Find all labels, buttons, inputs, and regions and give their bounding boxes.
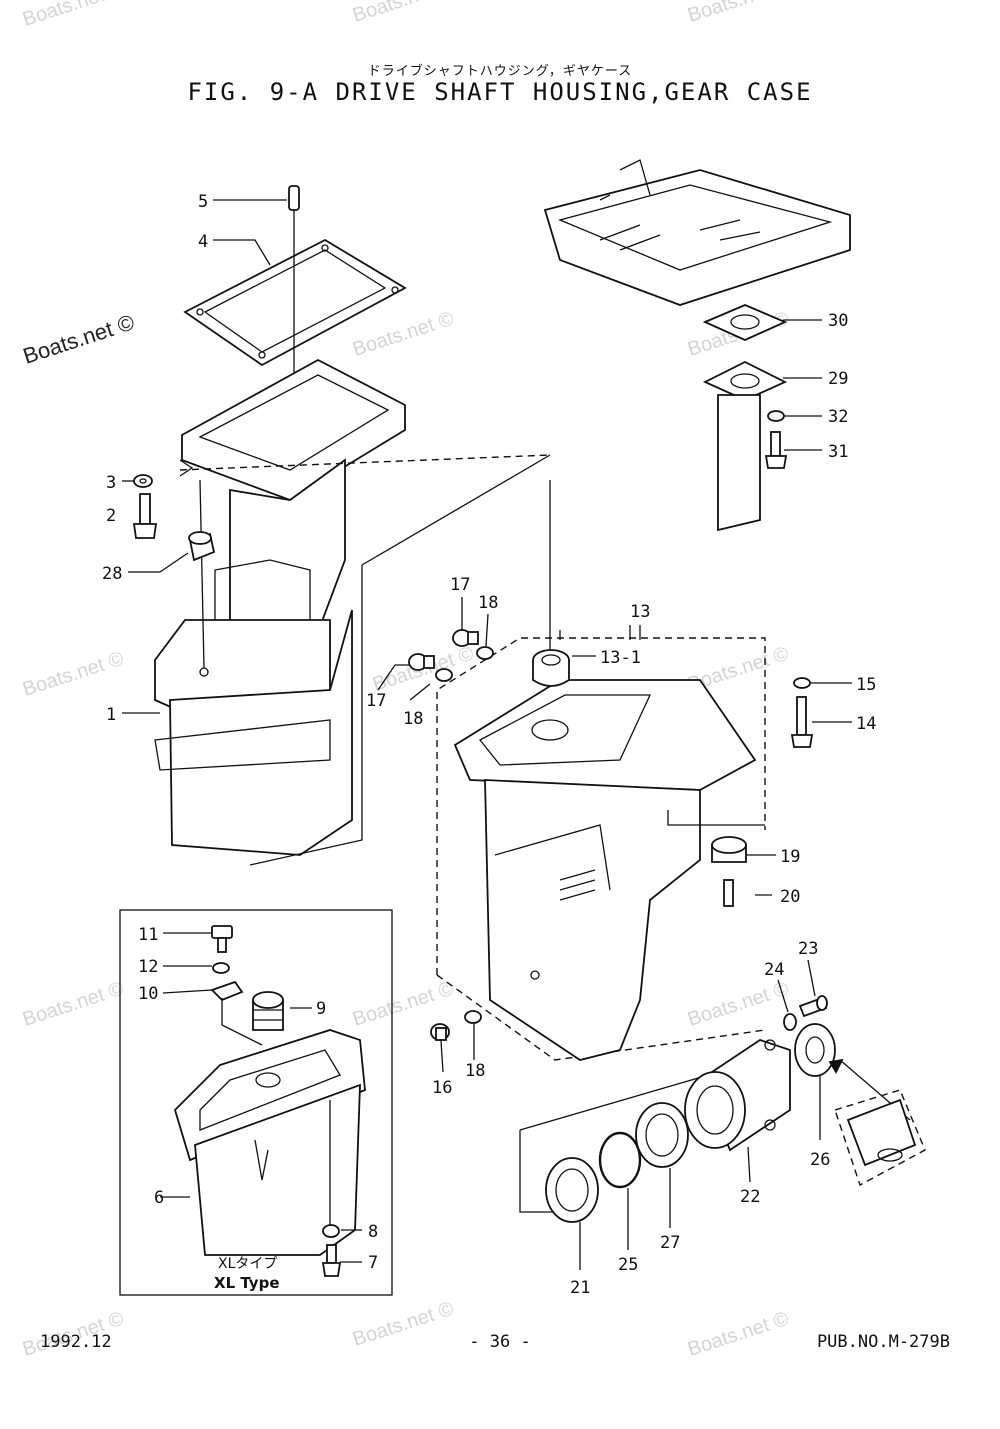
- callout-1: 1: [106, 705, 116, 725]
- footer-date: 1992.12: [40, 1332, 112, 1352]
- callout-labels: 5 4 3 2 28 1 30 29 32 31 13 13-1 17 18 1…: [102, 192, 876, 1298]
- tool-detail: [834, 1089, 926, 1187]
- xl-type-label: XL Type: [214, 1274, 280, 1292]
- callout-31: 31: [828, 442, 848, 462]
- bottom-cowl: [543, 159, 851, 306]
- figure-title: FIG. 9-A DRIVE SHAFT HOUSING,GEAR CASE: [187, 78, 813, 106]
- callout-5: 5: [198, 192, 208, 212]
- callout-14: 14: [856, 714, 876, 734]
- callout-3: 3: [106, 473, 116, 493]
- grommet-28: [188, 531, 216, 562]
- callout-6: 6: [154, 1188, 164, 1208]
- callout-20: 20: [780, 887, 800, 907]
- bearing-27: [635, 1102, 689, 1168]
- pin-20: [723, 879, 734, 907]
- plug-16: [430, 1023, 450, 1041]
- washer-32: [767, 410, 785, 422]
- plate-29: [702, 360, 788, 532]
- callout-24: 24: [764, 960, 784, 980]
- callout-13-1: 13-1: [600, 648, 641, 668]
- callout-9: 9: [316, 999, 326, 1019]
- pin-5: [288, 185, 300, 211]
- callout-28: 28: [102, 564, 122, 584]
- callout-12: 12: [138, 957, 158, 977]
- callout-18-bottom: 18: [465, 1061, 485, 1081]
- gasket-4: [183, 238, 407, 367]
- callout-27: 27: [660, 1233, 680, 1253]
- callout-13: 13: [630, 602, 650, 622]
- footer-page-number: - 36 -: [469, 1332, 531, 1352]
- leader-lines: [122, 199, 852, 1270]
- gasket-30: [702, 304, 788, 341]
- bracket-10: [210, 980, 244, 1002]
- callout-22: 22: [740, 1187, 760, 1207]
- gasket-18-bottom: [464, 1010, 482, 1024]
- bearing-21: [545, 1157, 599, 1223]
- callout-17-lower: 17: [366, 691, 386, 711]
- o-ring-25: [598, 1131, 642, 1189]
- callout-16: 16: [432, 1078, 452, 1098]
- washer-24: [783, 1013, 797, 1031]
- callout-30: 30: [828, 311, 848, 331]
- callout-4: 4: [198, 232, 208, 252]
- grommet-19: [711, 836, 747, 863]
- bolt-11: [211, 925, 233, 953]
- drive-shaft-housing-1: [154, 358, 406, 856]
- bearing-housing-22: [684, 1039, 791, 1152]
- callout-29: 29: [828, 369, 848, 389]
- callout-26: 26: [810, 1150, 830, 1170]
- callout-32: 32: [828, 407, 848, 427]
- callout-11: 11: [138, 925, 158, 945]
- callout-17-upper: 17: [450, 575, 470, 595]
- gasket-18-upper: [476, 646, 494, 660]
- washer-8: [322, 1224, 340, 1238]
- bolt-23: [798, 995, 828, 1018]
- plug-17-lower: [408, 653, 435, 671]
- washer-3: [133, 474, 153, 488]
- callout-8: 8: [368, 1222, 378, 1242]
- seal-26: [794, 1023, 836, 1077]
- callout-23: 23: [798, 939, 818, 959]
- oil-seal-13-1: [532, 649, 570, 687]
- xl-type-jp: XLタイプ: [218, 1256, 277, 1272]
- washer-15: [793, 677, 811, 689]
- gasket-18-lower: [435, 668, 453, 682]
- plug-17-upper: [452, 629, 479, 647]
- bolt-7: [321, 1244, 342, 1277]
- gear-case-13: [453, 679, 757, 1061]
- callout-21: 21: [570, 1278, 590, 1298]
- washer-12: [212, 962, 230, 974]
- callout-19: 19: [780, 847, 800, 867]
- bolt-2: [132, 493, 158, 539]
- footer-publication-number: PUB.NO.M-279B: [816, 1332, 950, 1352]
- bolt-14: [790, 696, 814, 748]
- housing-6: [173, 1029, 366, 1256]
- callout-7: 7: [368, 1253, 378, 1273]
- bolt-31: [764, 431, 788, 469]
- callout-25: 25: [618, 1255, 638, 1275]
- figure-subtitle-jp: ドライブシャフトハウジング，ギヤケース: [367, 64, 633, 79]
- callout-10: 10: [138, 984, 158, 1004]
- callout-15: 15: [856, 675, 876, 695]
- callout-18-upper: 18: [478, 593, 498, 613]
- bushing-9: [252, 991, 284, 1031]
- callout-2: 2: [106, 506, 116, 526]
- xl-type-box: [119, 909, 393, 1296]
- callout-18-lower: 18: [403, 709, 423, 729]
